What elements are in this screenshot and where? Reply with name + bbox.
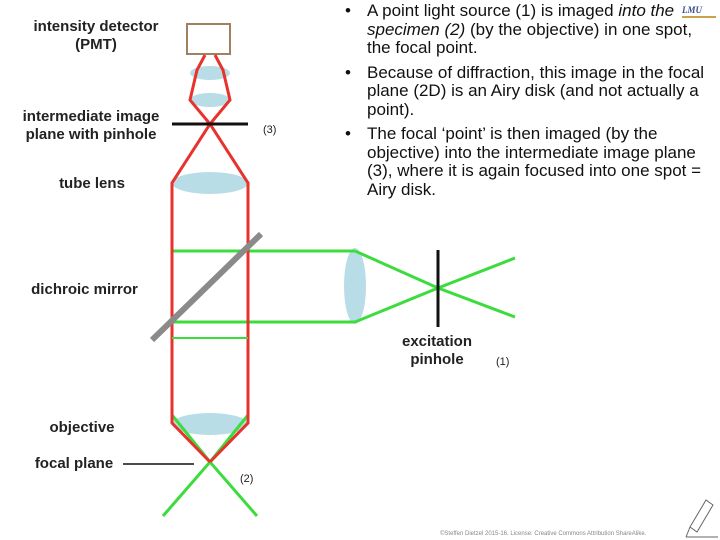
pmt-detector: [186, 23, 231, 55]
bullet-item: •A point light source (1) is imaged into…: [345, 1, 693, 57]
tube-lens: [172, 172, 248, 194]
bullet-item: •The focal ‘point’ is then imaged (by th…: [345, 124, 702, 199]
svg-text:LMU: LMU: [681, 5, 703, 15]
dichroic-mirror: [149, 231, 264, 343]
detector-lens-upper: [190, 66, 230, 80]
focal-plane-label: focal plane: [34, 455, 114, 472]
excitation-lens: [344, 248, 366, 324]
detector-lens-lower: [190, 93, 230, 107]
university-logo-icon: LMU: [680, 3, 718, 25]
excitation-pinhole-label: excitation pinhole: [401, 333, 473, 368]
tube-lens-label: tube lens: [59, 175, 125, 192]
bullet-item: •Because of diffraction, this image in t…: [345, 62, 705, 119]
intermediate-image-label: intermediate image plane with pinhole: [22, 108, 160, 143]
objective-label: objective: [49, 419, 115, 436]
excitation-beam: [161, 249, 516, 517]
pencil-icon: [685, 499, 718, 538]
explanation-bullets: •A point light source (1) is imaged into…: [340, 1, 718, 205]
license-credit: ©Steffen Dietzel 2015-16. License: Creat…: [440, 531, 647, 537]
number-3-label: (3): [263, 124, 277, 136]
objective-lens: [172, 413, 248, 435]
number-1-label: (1): [496, 356, 510, 368]
detector-label: intensity detector (PMT): [33, 18, 159, 53]
number-2-label: (2): [240, 473, 254, 485]
dichroic-mirror-label: dichroic mirror: [31, 281, 138, 298]
